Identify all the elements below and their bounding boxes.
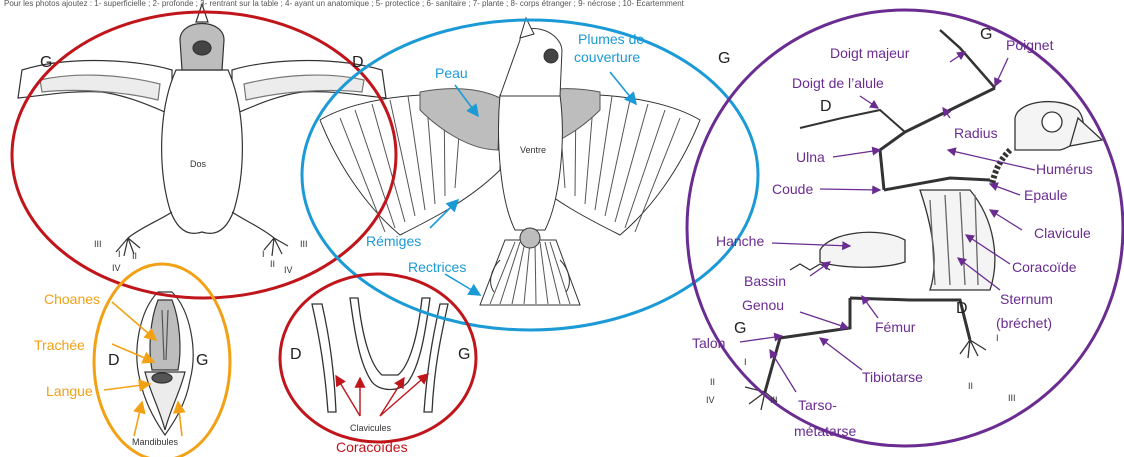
label-remiges: Rémiges	[366, 234, 421, 249]
skeleton-letter-3: D	[956, 300, 968, 318]
label-epaule: Epaule	[1024, 188, 1068, 203]
girdle-side-left: D	[290, 346, 302, 364]
dorsal-center-label: Dos	[190, 160, 206, 170]
dorsal-side-left: G	[40, 54, 52, 72]
label-doigt-majeur: Doigt majeur	[830, 46, 909, 61]
label-brechet: (bréchet)	[996, 316, 1052, 331]
label-tarso: Tarso-	[798, 398, 837, 413]
label-bassin: Bassin	[744, 274, 786, 289]
dorsal-toe-right-4: IV	[284, 266, 293, 276]
skeleton-toe-5: I	[996, 334, 999, 344]
beak-side-right: G	[196, 352, 208, 370]
dorsal-toe-left-2: II	[132, 252, 137, 262]
label-clavicules: Clavicules	[350, 424, 391, 434]
dorsal-toe-right-2: II	[270, 260, 275, 270]
dorsal-toe-right-3: III	[300, 240, 308, 250]
dorsal-toe-right-1: I	[262, 250, 265, 260]
header-text: Pour les photos ajoutez : 1- superficiel…	[4, 0, 684, 9]
skeleton-toe-1: I	[744, 358, 747, 368]
skeleton-toe-7: III	[1008, 394, 1016, 404]
label-radius: Radius	[954, 126, 998, 141]
label-mandibules: Mandibules	[132, 438, 178, 448]
skeleton-letter-1: G	[980, 26, 992, 44]
label-langue: Langue	[46, 384, 93, 399]
label-coracoide: Coracoïde	[1012, 260, 1077, 275]
label-rectrices: Rectrices	[408, 260, 466, 275]
label-genou: Genou	[742, 298, 784, 313]
label-hanche: Hanche	[716, 234, 764, 249]
label-poignet: Poignet	[1006, 38, 1053, 53]
label-tibiotarse: Tibiotarse	[862, 370, 923, 385]
girdle-side-right: G	[458, 346, 470, 364]
label-coude: Coude	[772, 182, 813, 197]
label-choanes: Choanes	[44, 292, 100, 307]
label-humerus: Humérus	[1036, 162, 1093, 177]
dorsal-toe-left-3: I	[118, 250, 121, 260]
skeleton-toe-4: IV	[706, 396, 715, 406]
ventral-side-right: G	[718, 50, 730, 68]
skeleton-letter-4: G	[734, 320, 746, 338]
dorsal-toe-left-1: III	[94, 240, 102, 250]
ventral-center-label: Ventre	[520, 146, 546, 156]
skeleton-toe-6: II	[968, 382, 973, 392]
label-femur: Fémur	[875, 320, 915, 335]
label-coracoides: Coracoïdes	[336, 440, 408, 455]
label-couverture: couverture	[574, 50, 640, 65]
label-metatarse: métatarse	[794, 424, 856, 439]
beak-drawing	[137, 292, 193, 435]
label-doigt-alule: Doigt de l’alule	[792, 76, 884, 91]
dorsal-side-right: D	[352, 54, 364, 72]
label-trachee: Trachée	[34, 338, 85, 353]
skeleton-toe-2: II	[710, 378, 715, 388]
girdle-drawing	[312, 298, 448, 412]
label-clavicule: Clavicule	[1034, 226, 1091, 241]
label-sternum: Sternum	[1000, 292, 1053, 307]
skeleton-toe-3: III	[770, 396, 778, 406]
beak-side-left: D	[108, 352, 120, 370]
label-peau: Peau	[435, 66, 468, 81]
label-ulna: Ulna	[796, 150, 825, 165]
skeleton-letter-2: D	[820, 98, 832, 116]
girdle-ellipse	[280, 274, 476, 442]
dorsal-toe-left-4: IV	[112, 264, 121, 274]
label-talon: Talon	[692, 336, 725, 351]
label-plumes-de: Plumes de	[578, 32, 644, 47]
